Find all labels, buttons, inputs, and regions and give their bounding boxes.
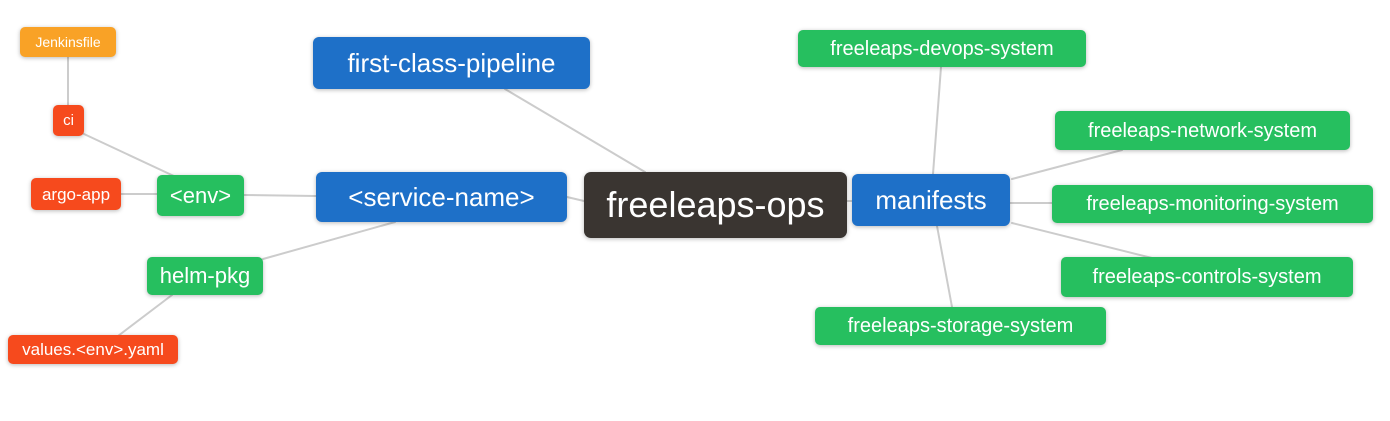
node-freeleaps-network-system[interactable]: freeleaps-network-system	[1055, 111, 1350, 150]
edge-helm-pkg-values-env-yaml	[117, 294, 173, 337]
edge-manifests-controls-system	[1011, 222, 1153, 259]
node-manifests[interactable]: manifests	[852, 174, 1010, 226]
node-helm-pkg[interactable]: helm-pkg	[147, 257, 263, 295]
node-jenkinsfile[interactable]: Jenkinsfile	[20, 27, 116, 57]
edge-env-service-name	[243, 194, 317, 197]
node-env[interactable]: <env>	[157, 175, 244, 216]
edge-manifests-devops-system	[932, 66, 942, 175]
node-freeleaps-ops-root[interactable]: freeleaps-ops	[584, 172, 847, 238]
node-first-class-pipeline[interactable]: first-class-pipeline	[313, 37, 590, 89]
edge-manifests-network-system	[1011, 149, 1123, 180]
edge-first-class-pipeline-ops	[504, 88, 646, 173]
edge-ci-env	[83, 133, 177, 178]
edge-service-name-helm-pkg	[262, 221, 396, 260]
edge-service-name-ops	[566, 196, 585, 202]
node-ci[interactable]: ci	[53, 105, 84, 136]
edge-manifests-storage-system	[936, 225, 953, 308]
node-argo-app[interactable]: argo-app	[31, 178, 121, 210]
node-service-name[interactable]: <service-name>	[316, 172, 567, 222]
node-freeleaps-controls-system[interactable]: freeleaps-controls-system	[1061, 257, 1353, 297]
node-freeleaps-monitoring-system[interactable]: freeleaps-monitoring-system	[1052, 185, 1373, 223]
node-values-env-yaml[interactable]: values.<env>.yaml	[8, 335, 178, 364]
node-freeleaps-devops-system[interactable]: freeleaps-devops-system	[798, 30, 1086, 67]
node-freeleaps-storage-system[interactable]: freeleaps-storage-system	[815, 307, 1106, 345]
